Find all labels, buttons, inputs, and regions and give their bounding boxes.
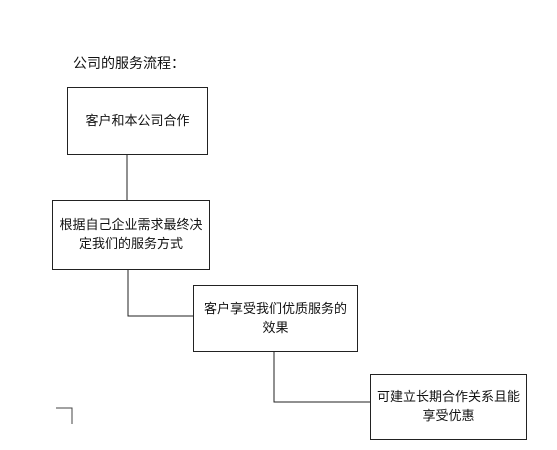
flow-step-4: 可建立长期合作关系且能享受优惠 [370, 374, 527, 440]
flow-step-2-label: 根据自己企业需求最终决定我们的服务方式 [59, 218, 203, 252]
page-corner-mark [56, 407, 73, 424]
connector-step3-step4 [273, 352, 370, 403]
flow-step-3: 客户享受我们优质服务的效果 [193, 285, 358, 352]
connector-step2-step3 [127, 270, 193, 317]
flow-step-2: 根据自己企业需求最终决定我们的服务方式 [52, 200, 210, 270]
flow-title: 公司的服务流程： [73, 56, 185, 72]
flow-step-1: 客户和本公司合作 [67, 87, 208, 155]
flow-step-1-label: 客户和本公司合作 [85, 113, 190, 129]
flow-step-4-label: 可建立长期合作关系且能享受优惠 [376, 390, 520, 424]
flow-step-3-label: 客户享受我们优质服务的效果 [203, 301, 347, 336]
